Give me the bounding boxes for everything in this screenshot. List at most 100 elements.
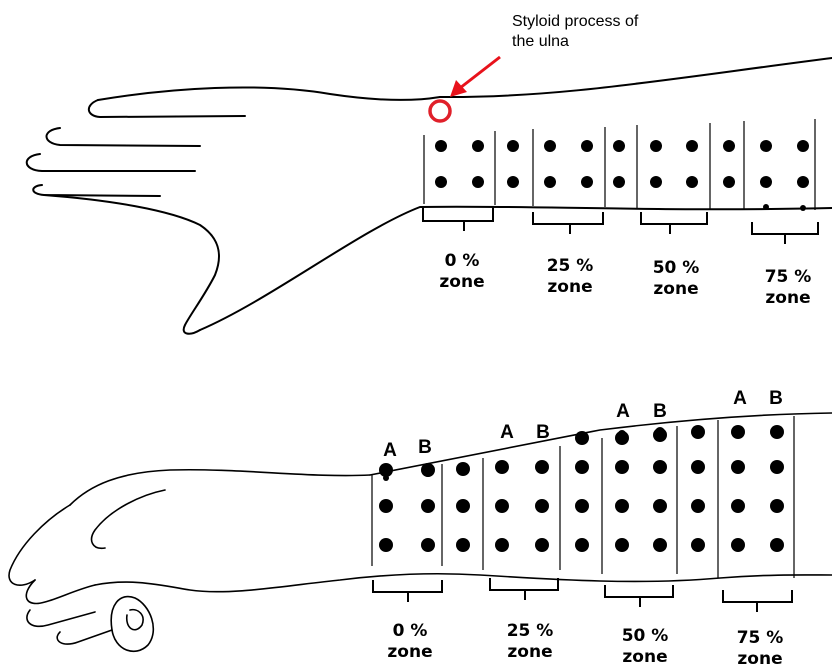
top-zone-50-pct: 50 % — [653, 258, 700, 278]
label-a-zone0: A — [383, 440, 397, 461]
bottom-electrode-dot — [615, 499, 629, 513]
top-electrode-dot — [581, 140, 593, 152]
top-electrode-dot — [435, 140, 447, 152]
bottom-electrode-dot — [691, 499, 705, 513]
label-b-zone25: B — [536, 422, 550, 443]
bottom-electrode-dot — [575, 538, 589, 552]
bottom-electrode-dot — [653, 499, 667, 513]
bottom-electrode-dot — [618, 430, 626, 438]
bottom-electrode-dot — [615, 538, 629, 552]
bottom-electrode-dot — [575, 460, 589, 474]
bottom-electrode-dot — [421, 538, 435, 552]
top-electrode-dot — [507, 140, 519, 152]
top-electrode-dot — [472, 176, 484, 188]
bottom-zone-25-pct: 25 % — [507, 621, 554, 641]
bottom-electrode-dot — [731, 538, 745, 552]
top-arm-outline — [27, 58, 832, 334]
bottom-electrode-dot — [458, 464, 468, 474]
styloid-marker-circle — [430, 101, 450, 121]
styloid-arrow — [460, 57, 500, 88]
top-electrode-dot — [650, 140, 662, 152]
top-electrode-dot — [723, 140, 735, 152]
top-electrode-dot — [544, 176, 556, 188]
top-electrode-dot — [435, 176, 447, 188]
bottom-electrode-dot — [456, 499, 470, 513]
bottom-electrode-dot — [653, 538, 667, 552]
bottom-zone-labels: 0 % zone 25 % zone 50 % zone 75 % zone — [387, 621, 783, 669]
top-zone-0-pct: 0 % — [445, 251, 480, 271]
bottom-electrode-dot — [731, 460, 745, 474]
bottom-zone-50-word: zone — [622, 647, 667, 667]
bottom-zone-0-pct: 0 % — [393, 621, 428, 641]
top-electrode-dot — [650, 176, 662, 188]
top-electrode-dots — [435, 140, 809, 211]
bottom-electrode-dots — [379, 425, 784, 552]
label-b-zone75: B — [769, 388, 783, 409]
bottom-electrode-dot — [535, 460, 549, 474]
bottom-electrode-dot — [421, 499, 435, 513]
label-a-zone25: A — [500, 422, 514, 443]
label-a-zone50: A — [616, 401, 630, 422]
bottom-electrode-dot — [691, 538, 705, 552]
bottom-zone-25-word: zone — [507, 642, 552, 662]
top-zone-0-word: zone — [439, 272, 484, 292]
bottom-electrode-dot — [770, 460, 784, 474]
top-electrode-dot — [760, 176, 772, 188]
top-electrode-dot — [800, 205, 806, 211]
top-electrode-dot — [797, 176, 809, 188]
top-electrode-dot — [544, 140, 556, 152]
bottom-electrode-dot — [495, 460, 509, 474]
bottom-zone-50-pct: 50 % — [622, 626, 669, 646]
top-zone-50-word: zone — [653, 279, 698, 299]
bottom-electrode-dot — [579, 438, 585, 444]
styloid-arrowhead-icon — [450, 80, 467, 97]
top-zone-25-word: zone — [547, 277, 592, 297]
bottom-electrode-dot — [383, 475, 389, 481]
top-electrode-dot — [763, 204, 769, 210]
top-zone-25-pct: 25 % — [547, 256, 594, 276]
styloid-annotation: Styloid process of the ulna — [430, 13, 639, 121]
top-electrode-dot — [723, 176, 735, 188]
top-zone-75-pct: 75 % — [765, 267, 812, 287]
bottom-electrode-dot — [615, 460, 629, 474]
bottom-electrode-dot — [770, 425, 784, 439]
bottom-electrode-dot — [731, 499, 745, 513]
label-b-zone0: B — [418, 437, 432, 458]
styloid-label-line1: Styloid process of — [512, 13, 639, 30]
label-a-zone75: A — [733, 388, 747, 409]
label-b-zone50: B — [653, 401, 667, 422]
bottom-zone-brackets — [373, 578, 792, 612]
bottom-electrode-dot — [379, 538, 393, 552]
bottom-zone-0-word: zone — [387, 642, 432, 662]
top-zone-labels: 0 % zone 25 % zone 50 % zone 75 % zone — [439, 251, 811, 308]
bottom-electrode-dot — [535, 538, 549, 552]
bottom-electrode-dot — [770, 538, 784, 552]
bottom-electrode-dot — [731, 425, 745, 439]
bottom-electrode-dot — [653, 460, 667, 474]
top-electrode-dot — [472, 140, 484, 152]
top-electrode-dot — [613, 176, 625, 188]
bottom-electrode-dot — [495, 538, 509, 552]
bottom-electrode-dot — [535, 499, 549, 513]
top-electrode-dot — [507, 176, 519, 188]
styloid-label-line2: the ulna — [512, 33, 569, 50]
top-zone-brackets — [423, 207, 818, 244]
top-zone-75-word: zone — [765, 288, 810, 308]
bottom-electrode-dot — [770, 499, 784, 513]
top-electrode-dot — [760, 140, 772, 152]
top-electrode-dot — [797, 140, 809, 152]
bottom-column-labels: A B A B A B A B — [383, 388, 783, 461]
top-electrode-dot — [686, 140, 698, 152]
bottom-electrode-dot — [655, 427, 665, 437]
top-electrode-dot — [686, 176, 698, 188]
bottom-electrode-dot — [691, 460, 705, 474]
bottom-electrode-dot — [424, 469, 432, 477]
bottom-electrode-dot — [495, 499, 509, 513]
top-zone-dividers — [424, 119, 815, 210]
bottom-electrode-dot — [379, 463, 393, 477]
top-electrode-dot — [613, 140, 625, 152]
top-electrode-dot — [581, 176, 593, 188]
bottom-electrode-dot — [379, 499, 393, 513]
bottom-electrode-dot — [575, 499, 589, 513]
